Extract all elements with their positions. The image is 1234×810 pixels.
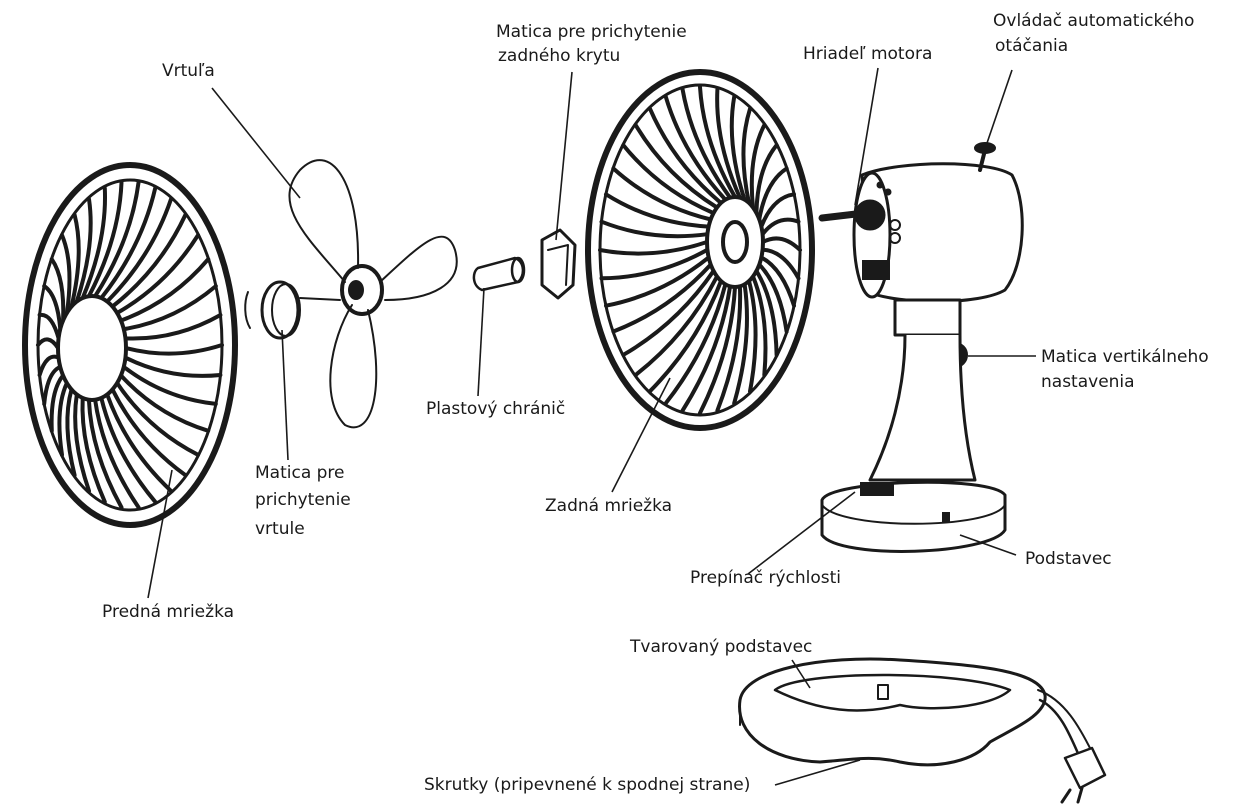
label-podstavec: Podstavec <box>1025 548 1112 570</box>
label-prepinac-rychlosti: Prepínač rýchlosti <box>690 567 841 589</box>
propeller-nut <box>245 282 300 338</box>
label-matica-vertikalneho-1: Matica vertikálneho <box>1041 346 1209 368</box>
label-plastovy-chranic: Plastový chránič <box>426 398 565 420</box>
label-zadna-mriezka: Zadná mriežka <box>545 495 672 517</box>
label-hriadel-motora: Hriadeľ motora <box>803 43 932 65</box>
label-matica-zadny-kryt-2: zadného krytu <box>498 45 620 67</box>
rear-cover-nut <box>542 230 575 298</box>
label-skrutky: Skrutky (pripevnené k spodnej strane) <box>424 774 750 796</box>
label-matica-vrtule-2: prichytenie <box>255 489 351 511</box>
front-grille <box>25 165 235 525</box>
label-tvarovany-podstavec: Tvarovaný podstavec <box>630 636 812 658</box>
propeller <box>289 160 456 427</box>
rear-grille <box>588 72 812 428</box>
label-vrtula: Vrtuľa <box>162 60 215 82</box>
label-matica-vertikalneho-2: nastavenia <box>1041 371 1135 393</box>
label-ovladac-1: Ovládač automatického <box>993 10 1194 32</box>
label-predna-mriezka: Predná mriežka <box>102 601 234 623</box>
label-matica-vrtule-3: vrtule <box>255 518 305 540</box>
shaped-stand <box>740 659 1105 802</box>
motor-body <box>822 143 1022 480</box>
label-ovladac-2: otáčania <box>995 35 1068 57</box>
label-matica-vrtule-1: Matica pre <box>255 462 345 484</box>
plastic-protector <box>474 258 524 290</box>
label-matica-zadny-kryt-1: Matica pre prichytenie <box>496 21 687 43</box>
